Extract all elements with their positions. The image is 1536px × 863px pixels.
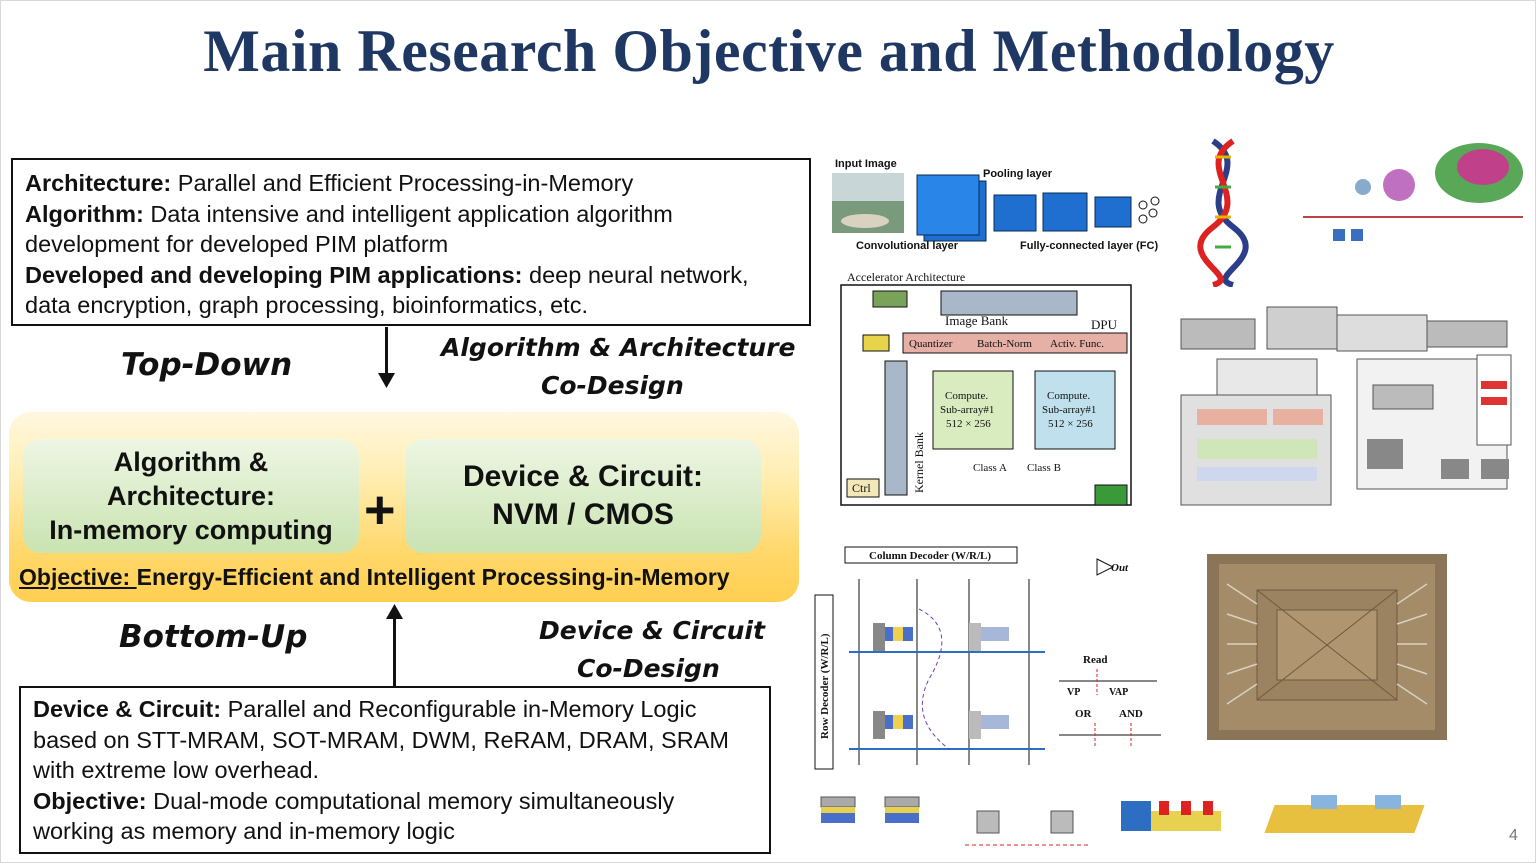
accel-ctrl: Ctrl <box>852 481 871 495</box>
circuit-out: Out <box>1111 562 1129 574</box>
algorithm-label: Algorithm: <box>25 200 144 227</box>
objective-line: Objective: Energy-Efficient and Intellig… <box>19 564 730 591</box>
cnn-conv-label: Convolutional layer <box>856 240 959 252</box>
device-circuit-box: Device & Circuit: NVM / CMOS <box>405 439 761 553</box>
up-arrow-head <box>386 604 403 619</box>
dev-circ-codesign-1: Device & Circuit <box>539 616 765 645</box>
accel-image-bank: Image Bank <box>945 313 1009 328</box>
circuit-vp: VP <box>1067 687 1080 698</box>
slide-title: Main Research Objective and Methodology <box>203 18 1335 84</box>
top-down-label: Top-Down <box>121 347 293 383</box>
accel-class-b: Class B <box>1027 462 1061 474</box>
accel-compute-b: Compute. <box>1047 390 1090 402</box>
accel-compute-a: Compute. <box>945 390 988 402</box>
accel-subarray-b: Sub-array#1 <box>1042 404 1096 416</box>
cnn-input-label: Input Image <box>835 158 897 170</box>
accel-title: Accelerator Architecture <box>847 270 965 284</box>
accel-size-a: 512 × 256 <box>946 418 991 430</box>
accel-quantizer: Quantizer <box>909 338 953 350</box>
circuit-schematic: Column Decoder (W/R/L) Row Decoder (W/R/… <box>814 546 1161 770</box>
accel-kernel-bank: Kernel Bank <box>912 432 926 493</box>
algorithm-text: Data intensive and intelligent applicati… <box>25 200 673 258</box>
device-strip <box>820 795 1425 846</box>
row-decoder-label: Row Decoder (W/R/L) <box>819 633 831 739</box>
green-left-line1: Algorithm & <box>113 447 269 477</box>
col-decoder-label: Column Decoder (W/R/L) <box>869 550 991 562</box>
memory-architecture-figure <box>1180 306 1512 506</box>
device-circuit-text: Parallel and Reconfigurable in-Memory Lo… <box>33 696 729 783</box>
circuit-or: OR <box>1075 708 1093 720</box>
green-left-line2: Architecture: <box>106 481 276 511</box>
algo-arch-codesign-1: Algorithm & Architecture <box>441 333 796 362</box>
applications-label: Developed and developing PIM application… <box>25 261 523 288</box>
architecture-text: Parallel and Efficient Processing-in-Mem… <box>171 170 634 196</box>
green-right-line2: NVM / CMOS <box>492 498 674 531</box>
accel-subarray-a: Sub-array#1 <box>940 404 994 416</box>
bottom-up-label: Bottom-Up <box>119 619 308 655</box>
objective-text: Energy-Efficient and Intelligent Process… <box>136 564 730 590</box>
up-arrow-shaft <box>393 617 396 687</box>
green-left-line3: In-memory computing <box>49 515 333 545</box>
dev-circ-codesign-2: Co-Design <box>577 654 720 683</box>
page-number: 4 <box>1509 827 1518 844</box>
genome-timeline-figure <box>1197 138 1523 287</box>
accel-batchnorm: Batch-Norm <box>977 338 1032 350</box>
accel-size-b: 512 × 256 <box>1048 418 1093 430</box>
algorithm-architecture-box: Algorithm & Architecture: In-memory comp… <box>23 439 359 553</box>
device-circuit-description-box: Device & Circuit: Parallel and Reconfigu… <box>19 686 771 854</box>
cnn-diagram: Input Image Pooling layer Convolutional … <box>832 158 1160 252</box>
bottom-objective-label: Objective: <box>33 787 147 814</box>
plus-sign: + <box>364 480 396 540</box>
device-circuit-label: Device & Circuit: <box>33 696 222 722</box>
cnn-pool-label: Pooling layer <box>983 168 1053 180</box>
architecture-box: Architecture: Parallel and Efficient Pro… <box>11 158 811 326</box>
pool-block <box>993 194 1037 232</box>
architecture-label: Architecture: <box>25 170 172 196</box>
circuit-and: AND <box>1119 708 1143 720</box>
accelerator-diagram: Accelerator Architecture Image Bank DPU … <box>840 270 1132 506</box>
accel-dpu: DPU <box>1091 317 1118 332</box>
down-arrow-shaft <box>385 327 388 379</box>
objective-label: Objective: <box>19 564 137 590</box>
algo-arch-codesign-2: Co-Design <box>541 371 684 400</box>
accel-activ: Activ. Func. <box>1050 338 1104 350</box>
cnn-fc-label: Fully-connected layer (FC) <box>1020 240 1158 252</box>
circuit-read: Read <box>1083 654 1107 666</box>
green-right-line1: Device & Circuit: <box>462 460 704 493</box>
down-arrow-head <box>378 373 395 388</box>
bottom-objective-text: Dual-mode computational memory simultane… <box>33 787 675 845</box>
circuit-vap: VAP <box>1109 687 1128 698</box>
applications-text: deep neural network, data encryption, gr… <box>25 261 749 319</box>
chip-photo <box>1207 554 1447 740</box>
accel-class-a: Class A <box>973 462 1007 474</box>
